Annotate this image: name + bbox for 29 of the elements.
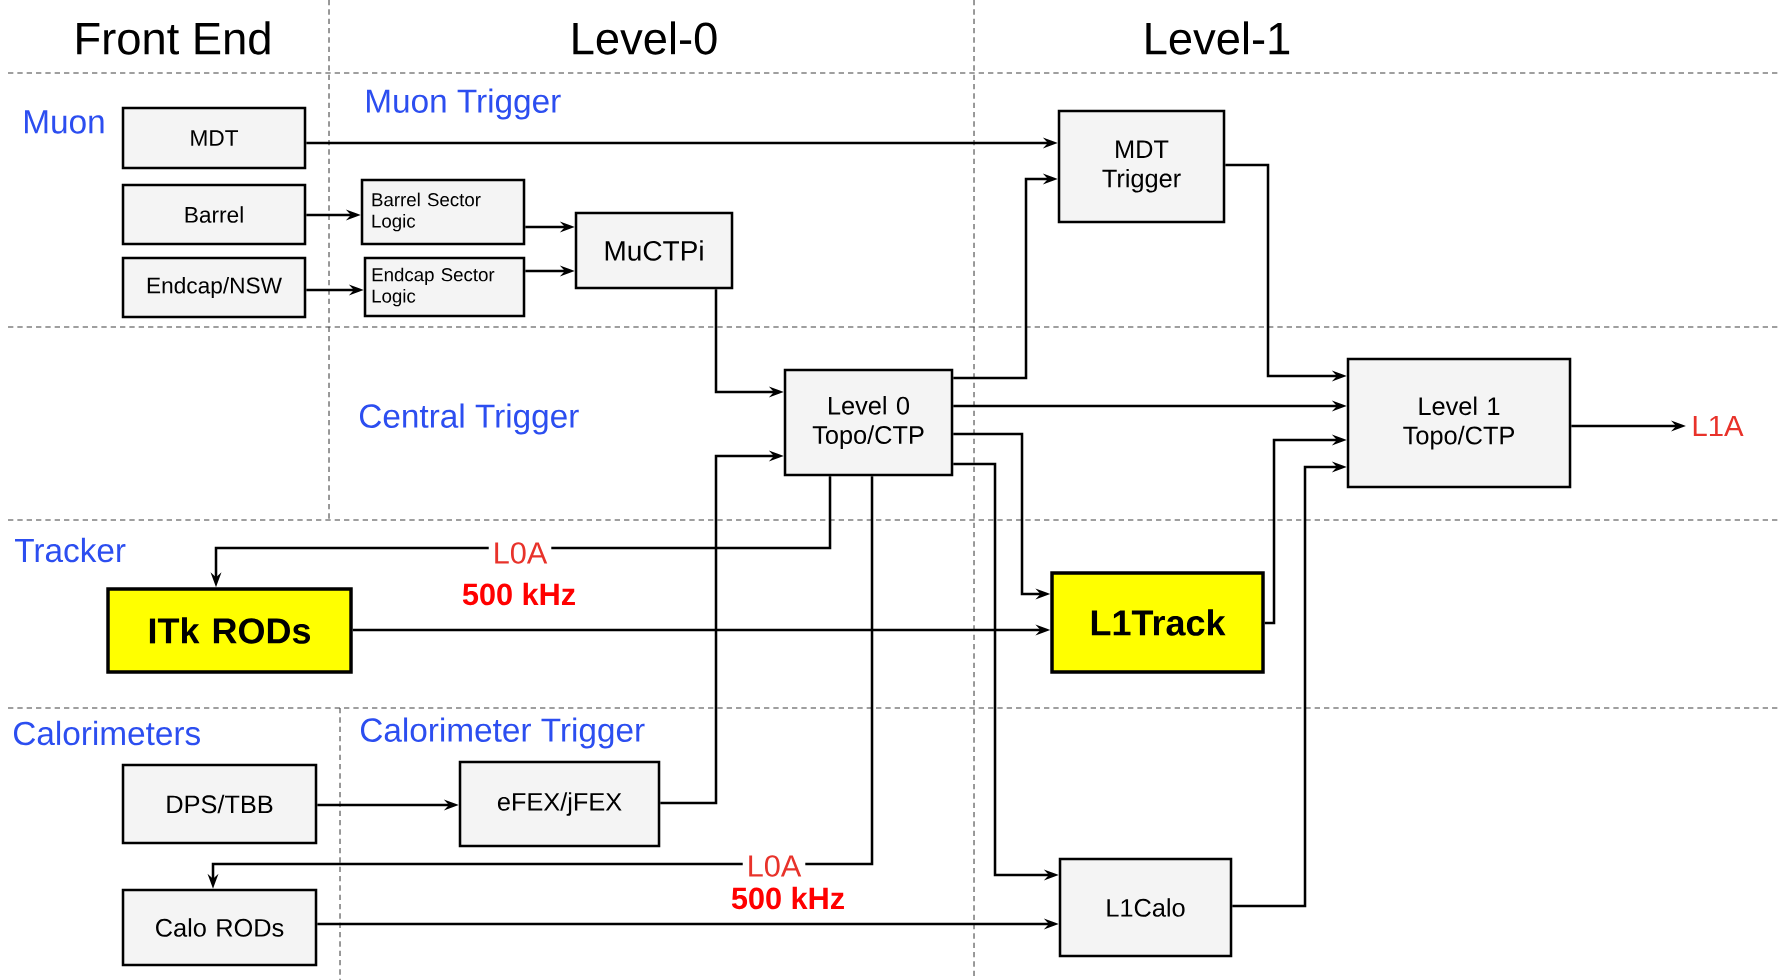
section-label: Calorimeters xyxy=(13,720,200,746)
process-box: L1Calo xyxy=(1058,857,1233,958)
process-box: Level 0 Topo/CTP xyxy=(783,368,954,477)
column-heading: Level-0 xyxy=(573,21,717,55)
process-box: ITk RODs xyxy=(106,587,353,674)
process-box: Barrel xyxy=(121,183,307,246)
edge-label: L0A xyxy=(488,538,552,568)
section-label: Central Trigger xyxy=(359,403,579,435)
process-box: Endcap/NSW xyxy=(121,256,307,319)
process-box: Endcap Sector Logic xyxy=(363,256,526,318)
process-box: L1Track xyxy=(1050,571,1265,674)
edge-label: L0A xyxy=(742,851,806,881)
output-label: L1A xyxy=(1693,415,1744,437)
section-label: Tracker xyxy=(15,537,126,563)
process-box: Barrel Sector Logic xyxy=(360,178,526,246)
process-box: MuCTPi xyxy=(574,211,734,290)
process-box: MDT Trigger xyxy=(1057,109,1226,224)
rate-label: 500 kHz xyxy=(462,582,575,606)
section-label: Muon Trigger xyxy=(367,88,561,120)
process-box: Calo RODs xyxy=(121,888,318,967)
process-box: DPS/TBB xyxy=(121,763,318,845)
section-label: Muon xyxy=(25,110,104,134)
process-box: MDT xyxy=(121,106,307,170)
process-box: Level 1 Topo/CTP xyxy=(1346,357,1572,489)
process-box: eFEX/jFEX xyxy=(458,760,661,848)
rate-label: 500 kHz xyxy=(731,886,844,910)
section-label: Calorimeter Trigger xyxy=(360,717,645,749)
column-heading: Front End xyxy=(77,21,270,55)
column-heading: Level-1 xyxy=(1146,21,1290,55)
